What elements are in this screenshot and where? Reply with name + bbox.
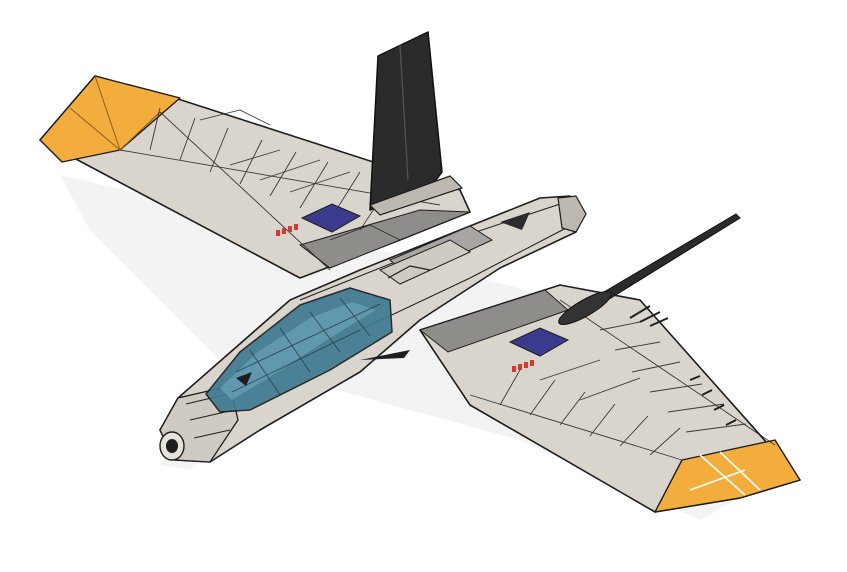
right-wing-elevon-hinges: [629, 305, 737, 426]
right-wing-hatch: [508, 327, 570, 357]
right-servo-marks: [512, 360, 534, 372]
right-wing: [418, 284, 801, 513]
fuselage-hatch: [378, 239, 472, 285]
pitot-tube: [558, 213, 741, 326]
left-wing-band: [298, 209, 471, 269]
vertical-fin: [368, 31, 464, 216]
left-servo-marks: [276, 224, 298, 236]
left-wing-hatch: [300, 203, 362, 233]
left-wing: [39, 75, 471, 279]
canopy: [205, 287, 410, 413]
